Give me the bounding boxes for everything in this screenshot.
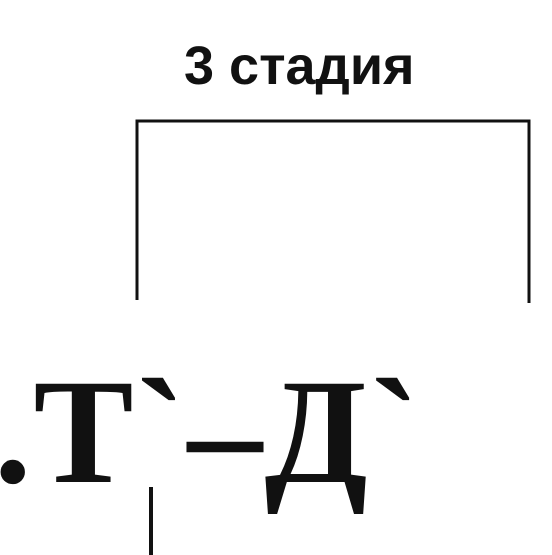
stage-bracket-line (135, 119, 531, 303)
stage-title: 3 стадия (184, 36, 415, 96)
formula-text: .Т`–Д` (0, 349, 422, 515)
